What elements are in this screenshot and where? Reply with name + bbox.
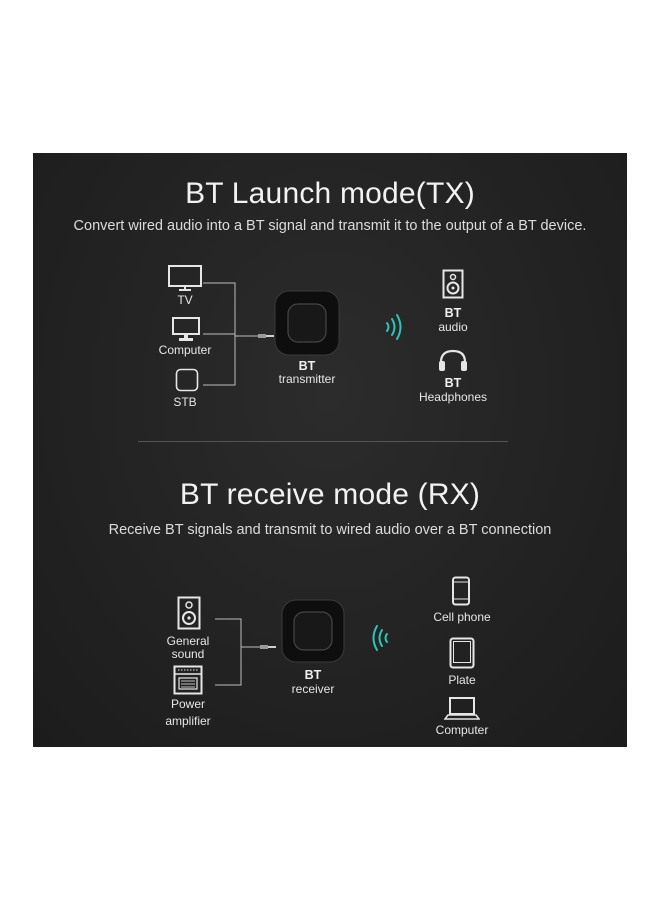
rx-subtitle: Receive BT signals and transmit to wired…: [108, 522, 552, 538]
tx-title: BT Launch mode(TX): [185, 177, 475, 210]
phone-icon: [451, 576, 471, 606]
stb-label: STB: [173, 395, 197, 409]
tv-label: TV: [177, 293, 193, 307]
computer-label: Computer: [158, 343, 212, 357]
bt-headphones-label-line2: Headphones: [418, 390, 488, 404]
amplifier-icon: [173, 665, 203, 695]
section-divider: [138, 441, 508, 442]
receiver-label-line2: receiver: [291, 682, 335, 696]
cell-phone-label: Cell phone: [433, 610, 491, 624]
headphones-icon: [437, 348, 469, 372]
set-top-box-icon: [175, 368, 199, 392]
tablet-icon: [449, 637, 475, 669]
monitor-icon: [171, 316, 201, 342]
plate-label: Plate: [448, 673, 476, 687]
general-sound-label-line1: General: [166, 634, 210, 648]
laptop-icon: [444, 696, 480, 722]
transmitter-label-line2: transmitter: [278, 372, 336, 386]
rx-title: BT receive mode (RX): [179, 478, 481, 511]
tv-icon: [167, 264, 203, 292]
speaker-icon: [177, 596, 201, 630]
speaker-icon: [442, 269, 464, 299]
bt-audio-label-line1: BT: [444, 306, 462, 320]
bt-transmitter-device: [274, 290, 340, 356]
power-amplifier-label-line2: amplifier: [165, 714, 211, 728]
signal-waves-icon: [369, 624, 391, 652]
transmitter-label-line1: BT: [298, 359, 316, 373]
laptop-computer-label: Computer: [435, 723, 489, 737]
tx-connector-lines: [203, 281, 278, 391]
general-sound-label-line2: sound: [171, 647, 205, 661]
signal-waves-icon: [383, 313, 405, 341]
bt-receiver-device: [281, 599, 345, 663]
bt-audio-label-line2: audio: [438, 320, 468, 334]
bt-headphones-label-line1: BT: [444, 376, 462, 390]
tx-subtitle: Convert wired audio into a BT signal and…: [73, 218, 587, 234]
rx-connector-lines: [215, 617, 285, 689]
diagram-panel: BT Launch mode(TX) Convert wired audio i…: [33, 153, 627, 747]
receiver-label-line1: BT: [304, 668, 322, 682]
power-amplifier-label-line1: Power: [170, 697, 205, 711]
